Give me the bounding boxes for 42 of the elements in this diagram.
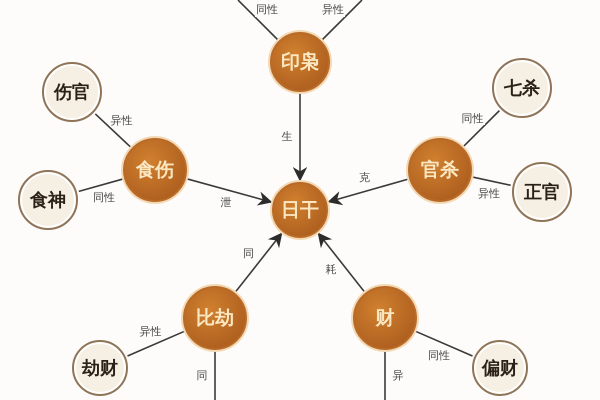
connector-line (214, 352, 216, 400)
connector-line (322, 0, 363, 40)
element-circle: 食神 (18, 170, 78, 230)
element-circle: 正官 (512, 162, 572, 222)
category-circle: 印枭 (270, 32, 330, 92)
edge-label: 同性 (92, 192, 116, 204)
edge-label: 泄 (219, 197, 232, 210)
edge-label: 生 (280, 130, 294, 144)
element-circle: 偏财 (472, 340, 528, 396)
connector-line (416, 330, 473, 357)
connector-line (127, 330, 184, 357)
connector-line (473, 176, 511, 186)
edge-label: 同性 (427, 350, 452, 362)
edge-label: 异性 (477, 188, 502, 200)
element-circle: 七杀 (492, 58, 552, 118)
connector-line (384, 352, 386, 400)
arrow (327, 178, 408, 206)
connector-line (78, 178, 122, 192)
element-circle: 伤官 (42, 62, 102, 122)
arrow (235, 232, 282, 292)
edge-label: 克 (358, 172, 371, 184)
edge-label: 同性 (254, 4, 279, 17)
category-circle: 官杀 (408, 138, 472, 202)
category-circle: 日干 (272, 182, 328, 238)
category-circle: 财 (353, 286, 417, 350)
category-circle: 比劫 (183, 286, 247, 350)
edge-label: 同性 (460, 113, 484, 126)
edge-label: 异性 (138, 326, 162, 338)
arrow (318, 232, 365, 292)
element-circle: 劫财 (72, 340, 128, 396)
arrow (292, 94, 308, 182)
edge-label: 异性 (321, 4, 346, 17)
edge-label: 异 (392, 370, 404, 382)
edge-label: 异性 (110, 114, 134, 127)
connector-line (237, 0, 278, 40)
connector-line (94, 113, 131, 148)
edge-label: 同 (242, 248, 256, 260)
edge-label: 耗 (324, 264, 338, 276)
arrow (188, 178, 272, 206)
edge-label: 同 (196, 370, 208, 382)
connector-line (463, 110, 500, 147)
category-circle: 食伤 (123, 138, 187, 202)
